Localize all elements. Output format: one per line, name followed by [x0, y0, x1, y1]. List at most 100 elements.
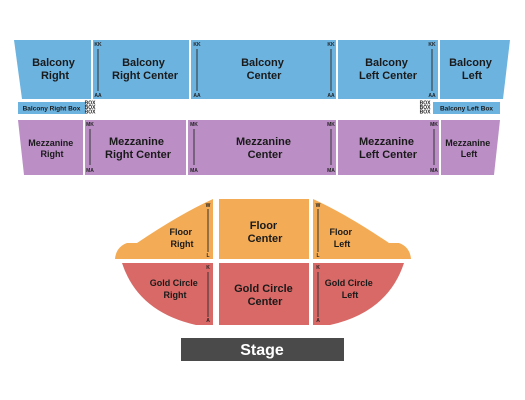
- section-label: Balcony Right Center: [112, 57, 179, 82]
- section-label: Mezzanine Left Center: [359, 136, 418, 161]
- label-line: Gold Circle: [150, 278, 198, 288]
- section-label: Floor Left: [329, 227, 354, 249]
- row-label-bottom: MA: [327, 168, 335, 174]
- label-line: Center: [248, 233, 284, 245]
- section-label: Gold Circle Center: [234, 283, 296, 308]
- label-line: Right Center: [112, 70, 179, 82]
- row-label-top: KK: [94, 42, 102, 48]
- row-label-bottom: AA: [193, 93, 201, 99]
- section-label: Balcony Center: [241, 57, 287, 82]
- section-mezzanine-right-center[interactable]: Mezzanine Right Center MK MA: [85, 120, 186, 175]
- label-line: Right: [171, 239, 194, 249]
- section-label: Balcony Right: [32, 57, 78, 82]
- label-line: Balcony: [449, 57, 493, 69]
- label-line: Center: [247, 70, 283, 82]
- row-label-bottom: MA: [190, 168, 198, 174]
- row-label-bottom: MA: [430, 168, 438, 174]
- label-line: Floor: [169, 227, 192, 237]
- section-label: Gold Circle Left: [325, 278, 376, 300]
- box-row-label: BOX: [420, 105, 432, 111]
- label-line: Left: [334, 239, 351, 249]
- section-label: Balcony Left Box: [440, 106, 493, 113]
- box-row-label: BOX: [85, 101, 97, 107]
- section-label: Floor Right: [169, 227, 194, 249]
- section-gold-circle-center[interactable]: Gold Circle Center: [219, 263, 309, 325]
- section-mezzanine-left-center[interactable]: Mezzanine Left Center MK MA: [338, 120, 439, 175]
- row-label-bottom: A: [316, 318, 320, 324]
- section-balcony-left-center[interactable]: Balcony Left Center KK AA: [338, 40, 438, 99]
- row-label-top: W: [206, 203, 211, 209]
- row-label-bottom: L: [316, 253, 319, 259]
- section-mezzanine-left[interactable]: Mezzanine Left: [441, 120, 500, 175]
- section-label: Balcony Left: [449, 57, 495, 82]
- section-label: Gold Circle Right: [150, 278, 201, 300]
- section-label: Mezzanine Center: [236, 136, 294, 161]
- section-label: Mezzanine Left: [445, 138, 493, 159]
- section-label: Balcony Left Center: [359, 57, 418, 82]
- label-line: Right Center: [105, 149, 172, 161]
- label-line: Balcony: [122, 57, 166, 69]
- label-line: Floor: [329, 227, 352, 237]
- row-label-bottom: L: [206, 253, 209, 259]
- section-label: Mezzanine Right Center: [105, 136, 172, 161]
- section-floor-center[interactable]: Floor Center: [219, 199, 309, 259]
- section-balcony-right-center[interactable]: Balcony Right Center KK AA: [93, 40, 189, 99]
- label-line: Right: [41, 70, 69, 82]
- row-label-top: MK: [327, 122, 335, 128]
- section-floor-left[interactable]: Floor Left W L: [313, 199, 411, 259]
- row-label-bottom: A: [206, 318, 210, 324]
- row-label-top: K: [206, 265, 210, 271]
- label-line: Mezzanine: [359, 136, 414, 148]
- label-line: Center: [248, 296, 284, 308]
- row-label-bottom: MA: [86, 168, 94, 174]
- row-label-top: KK: [428, 42, 436, 48]
- row-label-top: MK: [86, 122, 94, 128]
- row-label-top: MK: [430, 122, 438, 128]
- section-mezzanine-right[interactable]: Mezzanine Right: [18, 120, 83, 175]
- label-line: Left Center: [359, 70, 418, 82]
- section-balcony-center[interactable]: Balcony Center KK AA KK AA: [191, 40, 336, 99]
- section-label: Balcony Right Box: [23, 106, 81, 113]
- label-line: Left: [342, 290, 359, 300]
- stage-label: Stage: [240, 342, 284, 359]
- label-line: Gold Circle: [325, 278, 373, 288]
- row-label-bottom: AA: [327, 93, 335, 99]
- label-line: Right: [164, 290, 187, 300]
- row-label-top: K: [316, 265, 320, 271]
- section-gold-circle-right[interactable]: Gold Circle Right K A: [122, 263, 213, 325]
- box-row-label: BOX: [85, 105, 97, 111]
- label-line: Floor: [250, 220, 278, 232]
- label-line: Balcony: [32, 57, 76, 69]
- section-mezzanine-center[interactable]: Mezzanine Center MK MA MK MA: [188, 120, 336, 175]
- label-line: Center: [248, 149, 284, 161]
- label-line: Right: [41, 149, 64, 159]
- section-label: Mezzanine Right: [28, 138, 76, 159]
- section-label: Floor Center: [248, 220, 284, 245]
- row-label-top: W: [316, 203, 321, 209]
- section-gold-circle-left[interactable]: Gold Circle Left K A: [313, 263, 404, 325]
- label-line: Gold Circle: [234, 283, 293, 295]
- row-label-top: KK: [327, 42, 335, 48]
- row-label-bottom: AA: [428, 93, 436, 99]
- row-label-bottom: AA: [94, 93, 102, 99]
- section-balcony-left[interactable]: Balcony Left: [440, 40, 510, 99]
- section-balcony-left-box[interactable]: Balcony Left Box BOX BOX BOX: [420, 101, 500, 116]
- label-line: Left Center: [359, 149, 418, 161]
- label-line: Balcony: [365, 57, 409, 69]
- label-line: Balcony: [241, 57, 285, 69]
- box-row-label: BOX: [420, 101, 432, 107]
- label-line: Mezzanine: [109, 136, 164, 148]
- row-label-top: MK: [190, 122, 198, 128]
- section-balcony-right-box[interactable]: Balcony Right Box BOX BOX BOX: [18, 101, 96, 116]
- label-line: Mezzanine: [28, 138, 73, 148]
- label-line: Left: [462, 70, 483, 82]
- row-label-top: KK: [193, 42, 201, 48]
- box-row-label: BOX: [420, 110, 432, 116]
- label-line: Mezzanine: [445, 138, 490, 148]
- box-row-label: BOX: [85, 110, 97, 116]
- label-line: Left: [461, 149, 478, 159]
- label-line: Mezzanine: [236, 136, 291, 148]
- section-floor-right[interactable]: Floor Right W L: [115, 199, 213, 259]
- section-balcony-right[interactable]: Balcony Right: [14, 40, 91, 99]
